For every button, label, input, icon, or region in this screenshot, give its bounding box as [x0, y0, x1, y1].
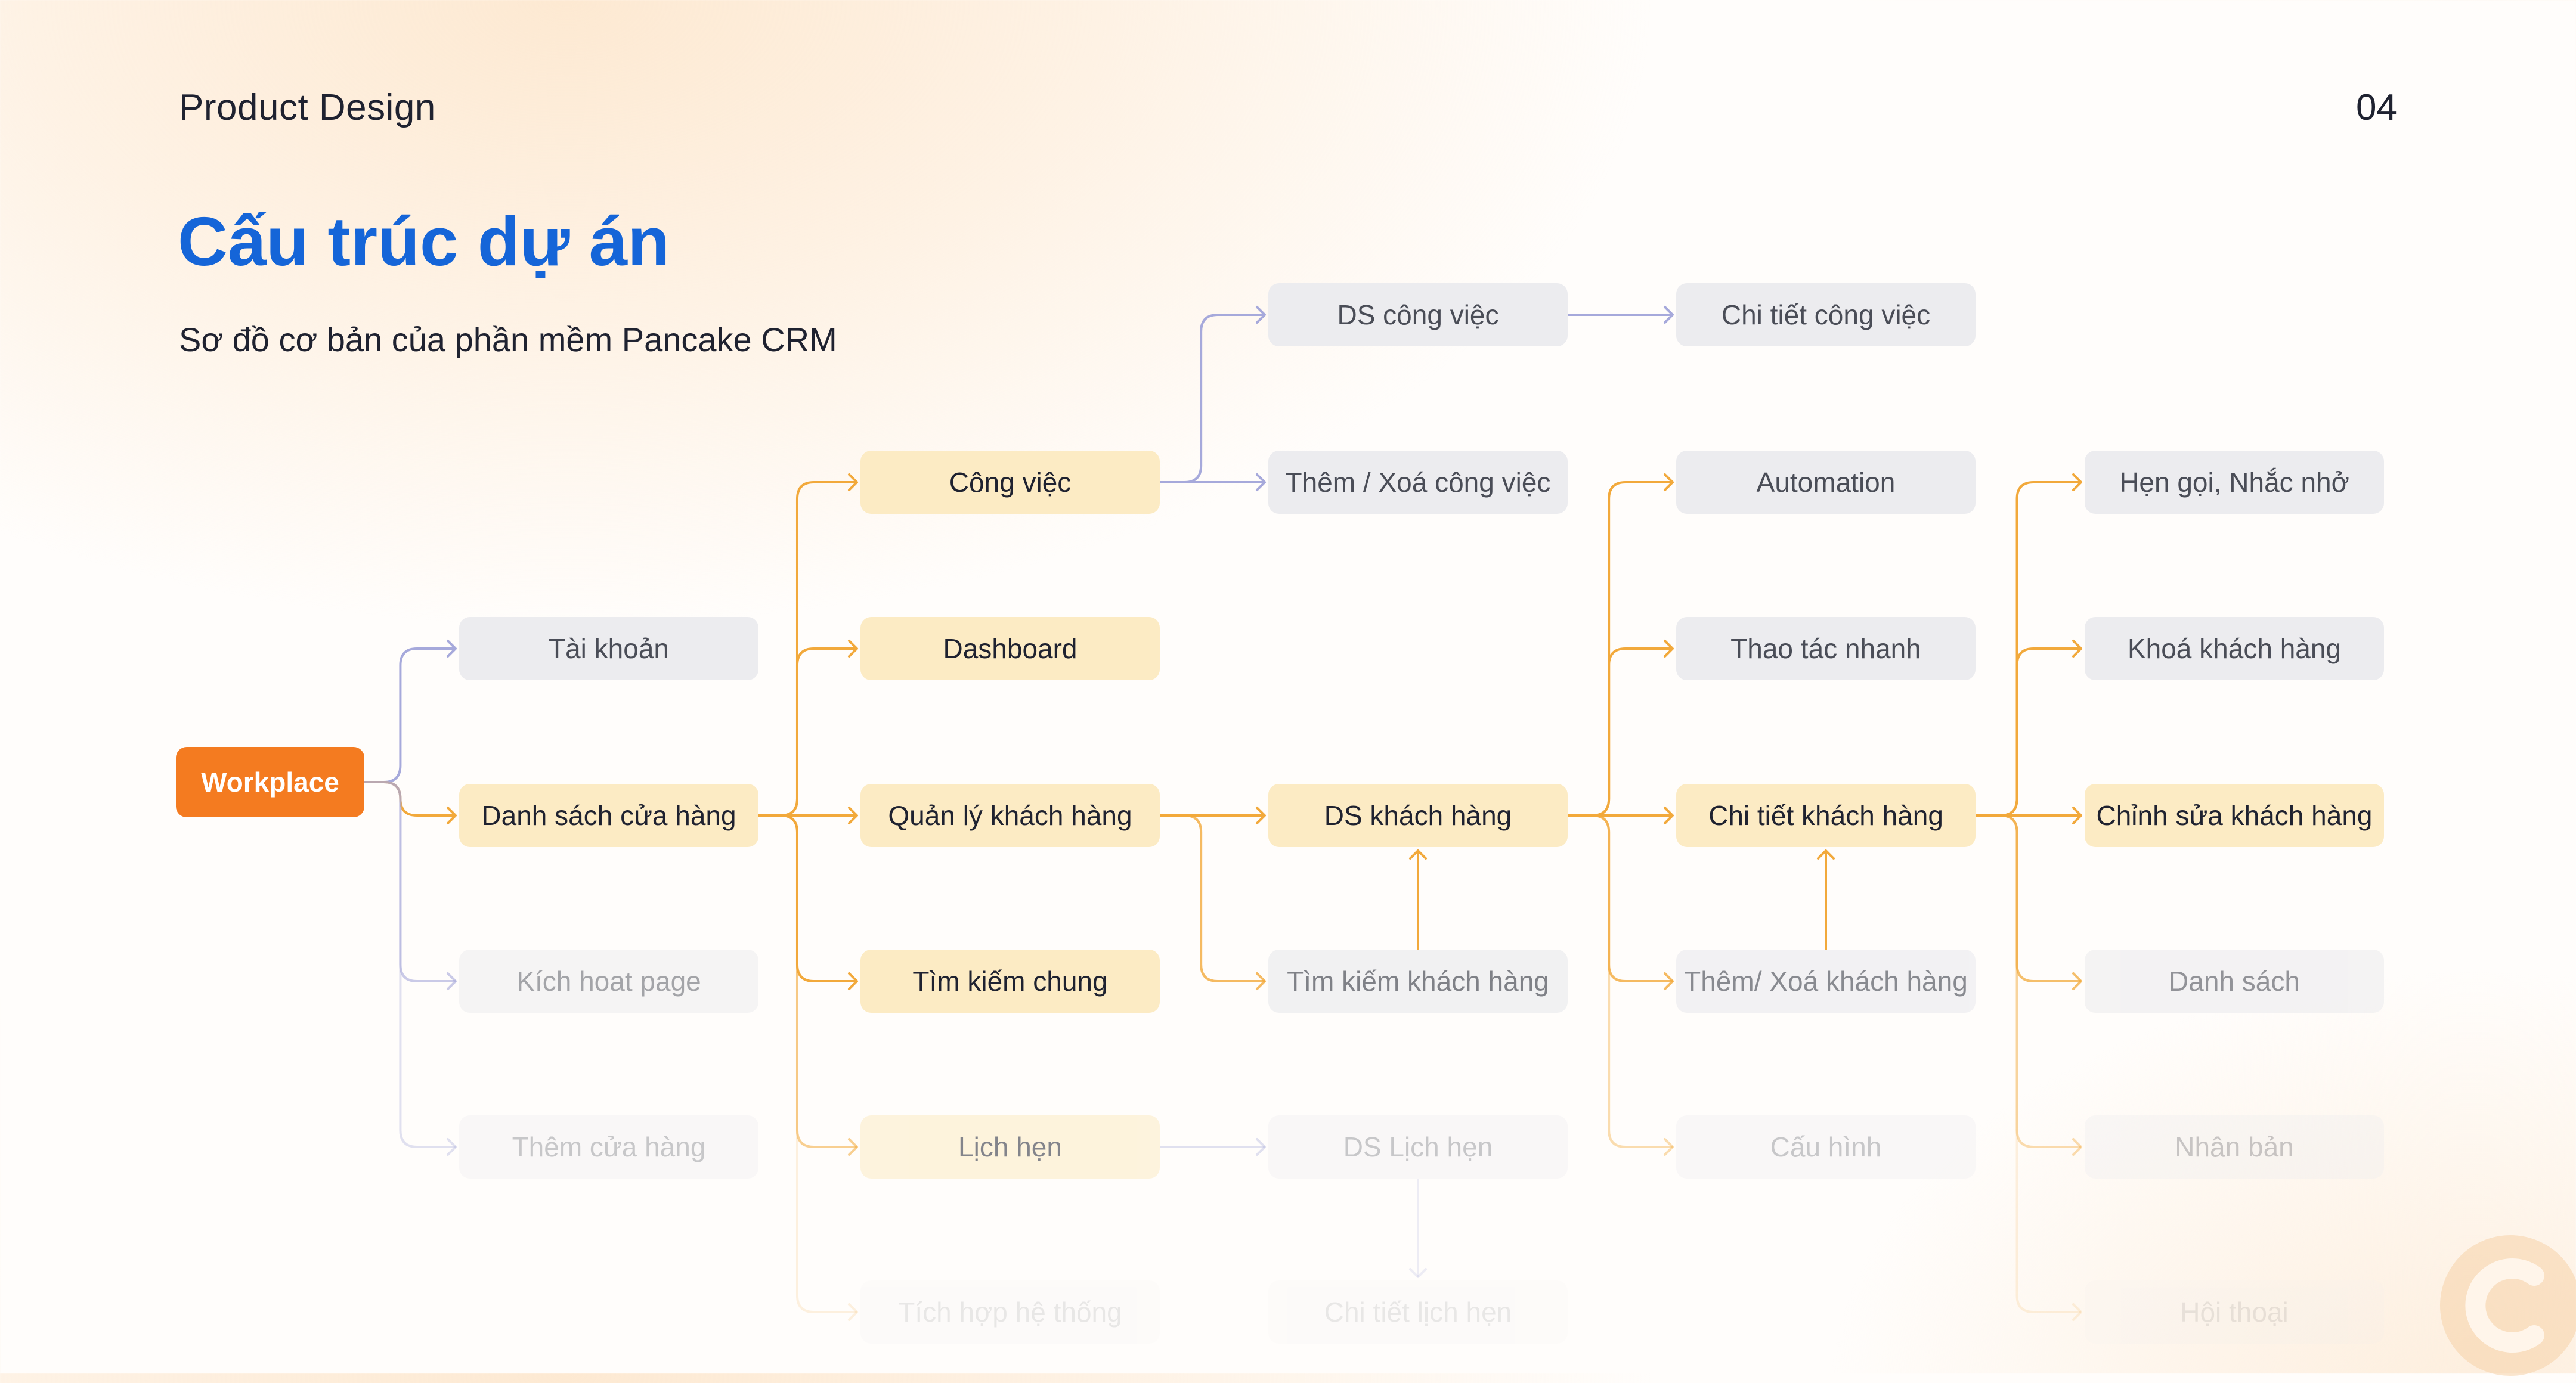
node-workplace: Workplace	[176, 747, 364, 817]
connector-arrowhead	[1664, 807, 1674, 824]
node-tim-kiem-chung: Tìm kiếm chung	[860, 950, 1160, 1013]
node-tim-kiem-khach-hang: Tìm kiếm khách hàng	[1268, 950, 1568, 1013]
connector-arrowhead	[2072, 1138, 2082, 1156]
connector-arrowhead	[1817, 849, 1835, 860]
node-quan-ly-khach-hang: Quản lý khách hàng	[860, 784, 1160, 847]
connector-arrowhead	[1664, 640, 1674, 658]
node-ds-khach-hang: DS khách hàng	[1268, 784, 1568, 847]
node-chinh-sua-khach-hang: Chỉnh sửa khách hàng	[2085, 784, 2384, 847]
connector-7	[758, 814, 857, 982]
node-nhan-ban: Nhân bản	[2085, 1115, 2384, 1179]
connector-22	[1568, 814, 1673, 1148]
page-subtitle: Sơ đồ cơ bản của phần mềm Pancake CRM	[179, 321, 837, 358]
connector-29	[1976, 814, 2081, 1313]
connector-arrowhead	[848, 1138, 858, 1156]
node-them-cua-hang: Thêm cửa hàng	[459, 1115, 758, 1179]
connector-arrowhead	[848, 807, 858, 824]
node-tai-khoan: Tài khoản	[459, 617, 758, 680]
connector-arrowhead	[848, 1303, 858, 1321]
connector-arrowhead	[848, 640, 858, 658]
node-them-xoa-cong-viec: Thêm / Xoá công việc	[1268, 451, 1568, 514]
connector-arrowhead	[1256, 306, 1266, 324]
node-tich-hop-he-thong: Tích hợp hệ thống	[860, 1280, 1160, 1344]
connector-14	[1160, 814, 1265, 982]
node-ds-lich-hen: DS Lịch hẹn	[1268, 1115, 1568, 1179]
node-chi-tiet-cong-viec: Chi tiết công việc	[1676, 283, 1976, 346]
connector-arrowhead	[447, 1138, 457, 1156]
connector-8	[758, 814, 857, 1148]
node-automation: Automation	[1676, 451, 1976, 514]
node-lich-hen: Lịch hẹn	[860, 1115, 1160, 1179]
page-title: Cấu trúc dự án	[178, 203, 670, 280]
node-cong-viec: Công việc	[860, 451, 1160, 514]
node-hoi-thoai: Hội thoại	[2085, 1280, 2384, 1344]
connector-arrowhead	[1664, 1138, 1674, 1156]
connector-arrowhead	[1664, 972, 1674, 990]
connector-arrowhead	[848, 972, 858, 990]
connector-3	[364, 781, 456, 1148]
connector-19	[1568, 647, 1673, 817]
connector-28	[1976, 814, 2081, 1148]
connector-0	[364, 647, 456, 783]
connector-arrowhead	[1256, 972, 1266, 990]
connector-arrowhead	[2072, 972, 2082, 990]
node-them-xoa-khach-hang: Thêm/ Xoá khách hàng	[1676, 950, 1976, 1013]
connector-arrowhead	[1409, 1268, 1427, 1278]
connector-arrowhead	[447, 972, 457, 990]
node-cau-hinh: Cấu hình	[1676, 1115, 1976, 1179]
node-thao-tac-nhanh: Thao tác nhanh	[1676, 617, 1976, 680]
pancake-logo-icon	[2440, 1235, 2576, 1376]
header-title: Product Design	[179, 87, 436, 128]
node-danh-sach: Danh sách	[2085, 950, 2384, 1013]
connector-arrowhead	[2072, 473, 2082, 491]
connector-2	[364, 781, 456, 982]
connector-arrowhead	[2072, 807, 2082, 824]
connector-arrowhead	[447, 807, 457, 824]
node-khoa-khach-hang: Khoá khách hàng	[2085, 617, 2384, 680]
connector-arrowhead	[1664, 306, 1674, 324]
connector-5	[758, 647, 857, 817]
node-chi-tiet-lich-hen: Chi tiết lịch hẹn	[1268, 1280, 1568, 1344]
connector-9	[758, 814, 857, 1313]
connector-arrowhead	[1256, 473, 1266, 491]
connector-arrowhead	[2072, 1303, 2082, 1321]
connector-arrowhead	[1409, 849, 1427, 860]
connector-arrowhead	[447, 640, 457, 658]
connector-arrowhead	[1664, 473, 1674, 491]
connector-arrowhead	[848, 473, 858, 491]
node-kich-hoat-page: Kích hoat page	[459, 950, 758, 1013]
connector-arrowhead	[1256, 1138, 1266, 1156]
node-dashboard: Dashboard	[860, 617, 1160, 680]
connector-21	[1568, 814, 1673, 982]
connector-1	[364, 781, 456, 817]
connector-27	[1976, 814, 2081, 982]
node-chi-tiet-khach-hang: Chi tiết khách hàng	[1676, 784, 1976, 847]
connector-arrowhead	[2072, 640, 2082, 658]
connector-10	[1160, 314, 1265, 483]
node-ds-cong-viec: DS công việc	[1268, 283, 1568, 346]
page-number: 04	[2356, 87, 2397, 128]
connector-arrowhead	[1256, 807, 1266, 824]
connector-25	[1976, 647, 2081, 817]
node-danh-sach-cua-hang: Danh sách cửa hàng	[459, 784, 758, 847]
node-hen-goi-nhac-nho: Hẹn gọi, Nhắc nhở	[2085, 451, 2384, 514]
